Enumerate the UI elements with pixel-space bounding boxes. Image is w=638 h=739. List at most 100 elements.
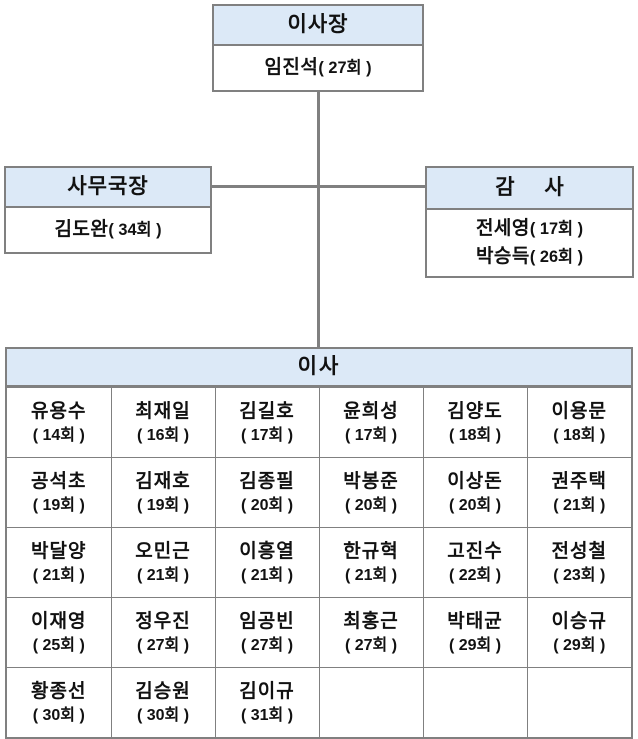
director-name: 김이규	[239, 680, 295, 702]
director-name: 임공빈	[239, 610, 295, 632]
connector-vertical-chairman-to-directors	[317, 92, 320, 347]
director-cell[interactable]: 공석초( 19회 )	[7, 457, 112, 528]
director-term: ( 27회 )	[344, 636, 398, 654]
director-cell-empty	[526, 667, 631, 737]
director-cell[interactable]: 김길호( 17회 )	[214, 387, 320, 458]
director-cell[interactable]: 고진수 ( 22회 )	[422, 527, 528, 598]
node-chairman[interactable]: 이사장 임진석( 27회 )	[212, 4, 424, 92]
member-name: 박승득	[475, 246, 530, 267]
director-name: 고진수	[447, 540, 503, 562]
node-chairman-title: 이사장	[214, 6, 422, 46]
director-cell[interactable]: 이승규 ( 29회 )	[526, 597, 631, 668]
director-cell[interactable]: 김승원 ( 30회 )	[110, 667, 216, 737]
node-auditors-members: 전세영( 17회 ) 박승득( 26회 )	[427, 210, 632, 276]
member-entry: 박승득( 26회 )	[427, 243, 632, 271]
director-cell[interactable]: 임공빈 ( 27회 )	[214, 597, 320, 668]
member-entry: 전세영( 17회 )	[427, 215, 632, 243]
director-cell[interactable]: 김양도 ( 18회 )	[422, 387, 528, 458]
director-cell[interactable]: 박태균( 29회 )	[422, 597, 528, 668]
node-auditors-title: 감 사	[427, 168, 632, 210]
director-cell[interactable]: 박봉준( 20회 )	[318, 457, 424, 528]
director-name: 최재일	[135, 400, 191, 422]
director-name: 이승규	[551, 610, 607, 632]
director-cell[interactable]: 김종필( 20회 )	[214, 457, 320, 528]
director-term: ( 16회 )	[136, 426, 190, 444]
director-term: ( 23회 )	[553, 566, 606, 584]
director-term: ( 29회 )	[553, 636, 606, 654]
node-auditors[interactable]: 감 사 전세영( 17회 ) 박승득( 26회 )	[425, 166, 634, 278]
director-name: 박달양	[31, 540, 87, 562]
director-cell[interactable]: 박달양 ( 21회 )	[7, 527, 112, 598]
director-term: ( 21회 )	[32, 566, 85, 584]
director-term: ( 27회 )	[240, 636, 294, 654]
director-cell-empty	[422, 667, 528, 737]
director-cell[interactable]: 김이규 ( 31회 )	[214, 667, 320, 737]
node-directors-title: 이사	[7, 349, 631, 387]
director-term: ( 21회 )	[553, 496, 606, 514]
director-cell[interactable]: 정우진 ( 27회 )	[110, 597, 216, 668]
directors-row: 유용수( 14회 ) 최재일 ( 16회 ) 김길호( 17회 ) 윤희성 ( 17회 )…	[7, 387, 631, 458]
director-term: ( 25회 )	[32, 636, 85, 654]
director-term: ( 27회 )	[136, 636, 190, 654]
director-name: 전성철	[551, 540, 607, 562]
director-term: ( 19회 )	[136, 496, 190, 514]
director-term: ( 21회 )	[344, 566, 398, 584]
director-term: ( 20회 )	[448, 496, 502, 514]
director-name: 김재호	[135, 470, 191, 492]
director-term: ( 30회 )	[136, 706, 190, 724]
member-name: 전세영	[475, 218, 530, 239]
node-secretary-general-title: 사무국장	[6, 168, 210, 208]
director-name: 이용문	[551, 400, 607, 422]
director-term: ( 21회 )	[240, 566, 294, 584]
director-cell[interactable]: 이상돈( 20회 )	[422, 457, 528, 528]
director-term: ( 31회 )	[240, 706, 294, 724]
director-name: 권주택	[551, 470, 607, 492]
director-name: 김양도	[447, 400, 503, 422]
director-name: 윤희성	[343, 400, 399, 422]
director-cell[interactable]: 최재일 ( 16회 )	[110, 387, 216, 458]
directors-row: 이재영( 25회 ) 정우진 ( 27회 ) 임공빈 ( 27회 ) 최홍근 ( 27회 )…	[7, 597, 631, 668]
member-entry: 임진석( 27회 )	[214, 46, 422, 90]
director-term: ( 20회 )	[240, 496, 294, 514]
director-term: ( 18회 )	[553, 426, 606, 444]
node-secretary-general-members: 김도완( 34회 )	[6, 208, 210, 252]
director-cell[interactable]: 오민근 ( 21회 )	[110, 527, 216, 598]
director-term: ( 19회 )	[32, 496, 85, 514]
director-term: ( 21회 )	[136, 566, 190, 584]
directors-row: 황종선( 30회 ) 김승원 ( 30회 ) 김이규 ( 31회 )	[7, 667, 631, 737]
member-term: ( 17회 )	[529, 220, 584, 238]
directors-row: 박달양( 21회 )오민근( 21회 )이흥열( 21회 )한규혁( 21회 )…	[7, 527, 631, 598]
member-name: 임진석	[264, 57, 319, 78]
director-name: 최홍근	[343, 610, 399, 632]
director-cell[interactable]: 전성철 ( 23회 )	[526, 527, 631, 598]
director-term: ( 22회 )	[448, 566, 502, 584]
node-directors[interactable]: 이사 유용수( 14회 ) 최재일 ( 16회 ) 김길호( 17회 ) 윤희성 ( 17…	[5, 347, 633, 739]
director-cell[interactable]: 김재호 ( 19회 )	[110, 457, 216, 528]
director-name: 유용수	[31, 400, 87, 422]
director-name: 오민근	[135, 540, 191, 562]
director-cell[interactable]: 최홍근 ( 27회 )	[318, 597, 424, 668]
director-term: ( 18회 )	[448, 426, 502, 444]
director-term: ( 17회 )	[240, 426, 294, 444]
member-term: ( 34회 )	[108, 221, 162, 239]
director-name: 정우진	[135, 610, 191, 632]
connector-horizontal-secretary-auditors	[211, 185, 426, 188]
director-cell[interactable]: 이용문 ( 18회 )	[526, 387, 631, 458]
node-secretary-general[interactable]: 사무국장 김도완( 34회 )	[4, 166, 212, 254]
director-cell-empty	[318, 667, 424, 737]
director-term: ( 17회 )	[344, 426, 398, 444]
member-entry: 김도완( 34회 )	[6, 208, 210, 252]
director-cell[interactable]: 황종선( 30회 )	[7, 667, 112, 737]
director-cell[interactable]: 이재영( 25회 )	[7, 597, 112, 668]
director-term: ( 30회 )	[32, 706, 85, 724]
director-cell[interactable]: 한규혁( 21회 )	[318, 527, 424, 598]
director-name: 박태균	[447, 610, 503, 632]
directors-grid-body: 유용수( 14회 ) 최재일 ( 16회 ) 김길호( 17회 ) 윤희성 ( 17회 )…	[7, 387, 631, 737]
director-cell[interactable]: 권주택 ( 21회 )	[526, 457, 631, 528]
director-name: 박봉준	[343, 470, 399, 492]
director-name: 김승원	[135, 680, 191, 702]
director-cell[interactable]: 유용수( 14회 )	[7, 387, 112, 458]
director-cell[interactable]: 이흥열( 21회 )	[214, 527, 320, 598]
director-cell[interactable]: 윤희성 ( 17회 )	[318, 387, 424, 458]
